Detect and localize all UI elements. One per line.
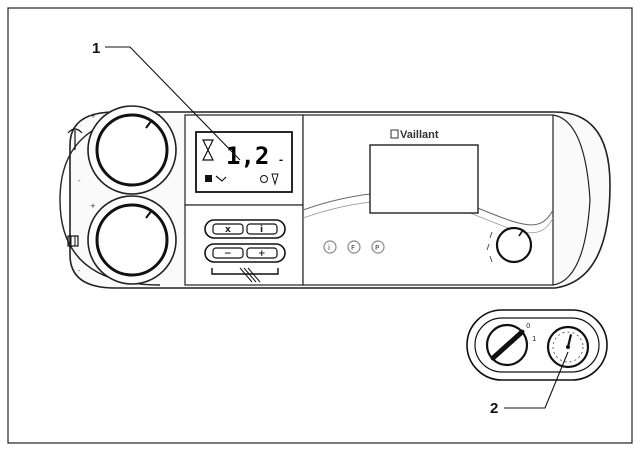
plus-button-label: + bbox=[258, 249, 266, 259]
minus-button[interactable] bbox=[212, 247, 244, 259]
indicator-f bbox=[347, 240, 361, 254]
lcd-hourglass-icon bbox=[271, 173, 279, 186]
lcd-tap-icon bbox=[215, 175, 227, 182]
heating-knob-marker bbox=[145, 209, 153, 219]
lcd-value: 1,2 bbox=[226, 142, 269, 170]
pressure-gauge-scale bbox=[552, 331, 584, 363]
callout-1-leader bbox=[105, 46, 241, 161]
tap-icon bbox=[67, 128, 83, 134]
info-button-label: i bbox=[260, 225, 263, 235]
cancel-button[interactable] bbox=[212, 223, 244, 235]
indicator-f-label: F bbox=[351, 244, 355, 252]
hot-water-minus: - bbox=[78, 177, 81, 185]
selector-knob-marker bbox=[518, 229, 524, 237]
brand-mark-icon bbox=[390, 129, 399, 139]
cancel-button-label: x bbox=[225, 225, 231, 235]
callout-2-label: 2 bbox=[490, 400, 498, 417]
flame-icon bbox=[202, 139, 214, 161]
hot-water-plus: + bbox=[90, 112, 96, 120]
brand-logo: Vaillant bbox=[400, 129, 439, 141]
hot-water-knob[interactable] bbox=[95, 113, 169, 187]
radiator-icon bbox=[67, 235, 79, 247]
hatching-icon bbox=[239, 267, 261, 283]
selector-knob[interactable] bbox=[495, 226, 533, 264]
heating-plus: + bbox=[90, 202, 96, 210]
heating-knob[interactable] bbox=[95, 203, 169, 277]
main-switch-lever bbox=[490, 329, 525, 361]
lcd-radiator-icon bbox=[205, 175, 212, 182]
lcd-clock-icon bbox=[260, 175, 268, 183]
minus-button-label: − bbox=[224, 249, 232, 259]
callout-2-leader bbox=[504, 351, 569, 409]
figure-frame bbox=[7, 7, 633, 444]
radiator-icon-fins bbox=[70, 236, 76, 246]
hot-water-knob-marker bbox=[145, 119, 153, 129]
indicator-i-label: i bbox=[328, 244, 330, 252]
callout-1-label: 1 bbox=[92, 40, 100, 57]
indicator-i bbox=[323, 240, 337, 254]
info-button[interactable] bbox=[246, 223, 278, 235]
indicator-p-label: P bbox=[375, 244, 379, 252]
pressure-gauge-hub bbox=[566, 345, 570, 349]
main-switch-off: 0 bbox=[526, 322, 530, 330]
lcd-suffix: - bbox=[278, 155, 284, 166]
heating-minus: - bbox=[78, 267, 81, 275]
selector-scale bbox=[486, 231, 493, 263]
main-switch-on: 1 bbox=[532, 335, 536, 343]
indicator-p bbox=[371, 240, 385, 254]
pressure-gauge-needle bbox=[566, 334, 573, 348]
right-cap bbox=[552, 114, 591, 286]
info-screen bbox=[369, 144, 479, 214]
plus-button[interactable] bbox=[246, 247, 278, 259]
